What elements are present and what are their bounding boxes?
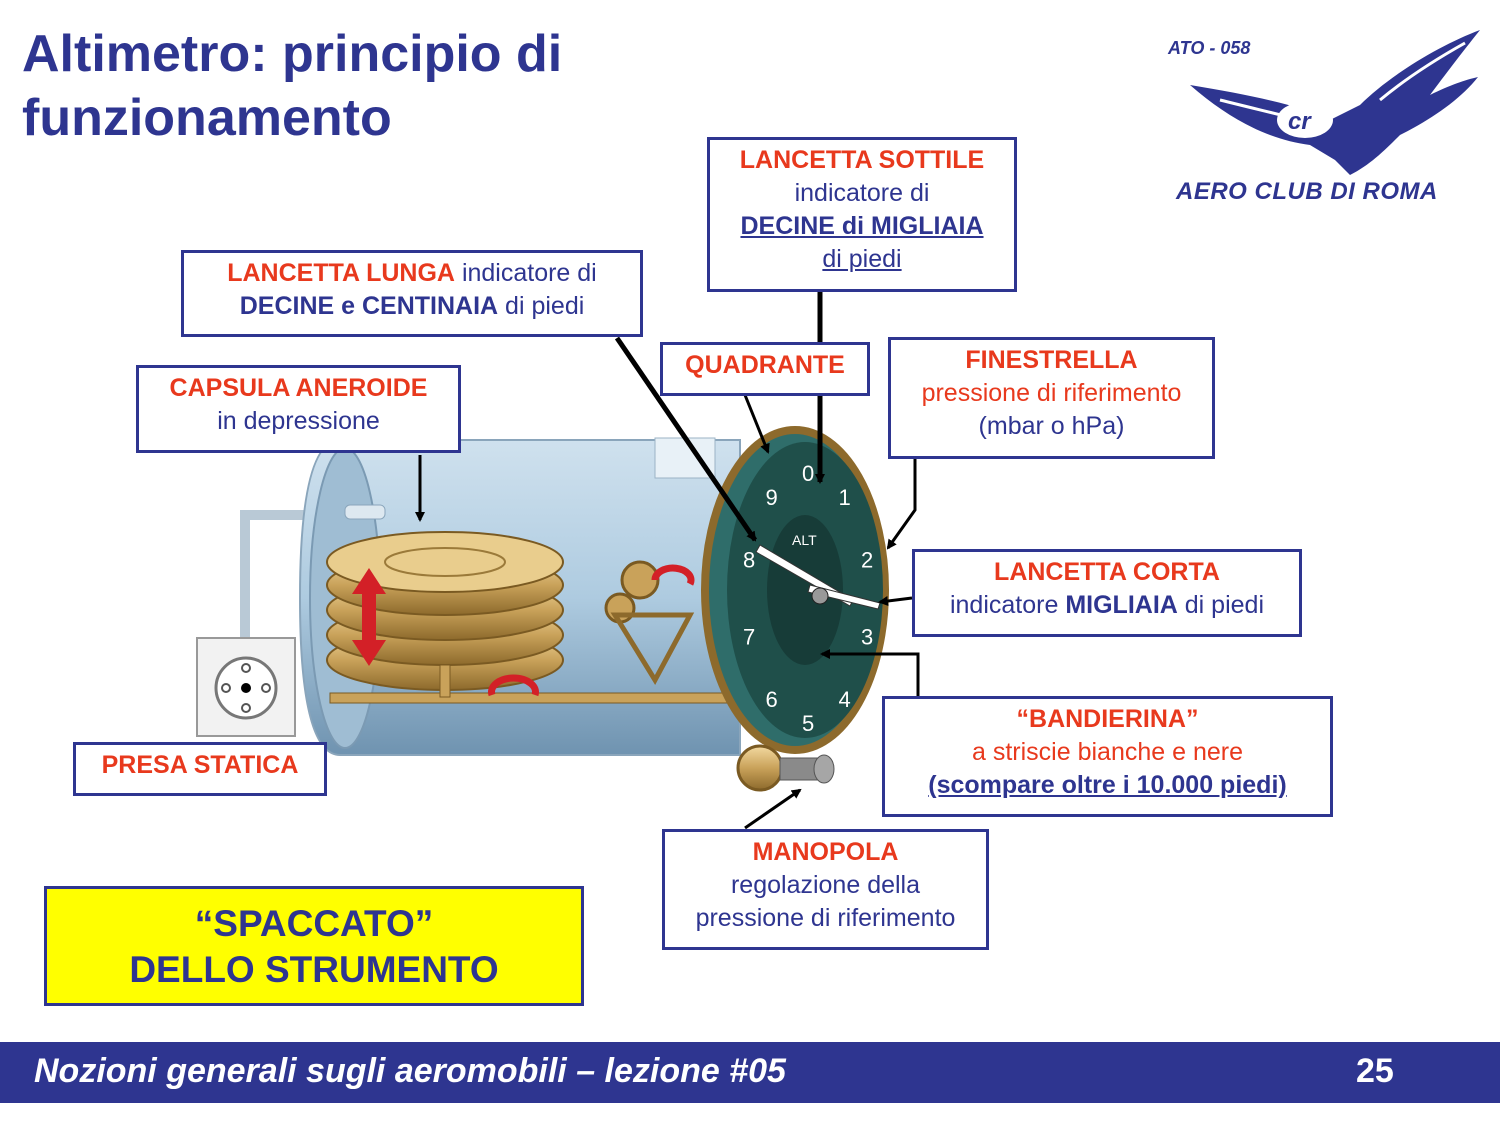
label-presa-statica: PRESA STATICA — [73, 742, 327, 796]
dial-number: 7 — [743, 625, 755, 650]
svg-text:cr: cr — [1288, 108, 1312, 135]
logo-name: AERO CLUB DI ROMA — [1176, 178, 1438, 205]
aneroid-capsule — [326, 531, 564, 691]
dial-number: 3 — [861, 625, 873, 650]
footer-bar: Nozioni generali sugli aeromobili – lezi… — [0, 1042, 1500, 1103]
label-manopola: MANOPOLA regolazione della pressione di … — [662, 829, 989, 950]
expansion-arrow — [352, 568, 386, 666]
label-capsula-aneroide: CAPSULA ANEROIDE in depressione — [136, 365, 461, 453]
page-title: Altimetro: principio di funzionamento — [22, 25, 563, 147]
dial-number: 2 — [861, 547, 873, 572]
altimeter-cutaway-illustration: ALT 01 2 3 456 7 8 9 — [196, 292, 920, 830]
label-quadrante: QUADRANTE — [660, 342, 870, 396]
logo-code: ATO - 058 — [1168, 38, 1251, 58]
dial-number: 5 — [802, 711, 814, 736]
footer-title: Nozioni generali sugli aeromobili – lezi… — [34, 1052, 786, 1090]
aero-club-logo: cr — [1190, 30, 1480, 175]
dial-label: ALT — [792, 532, 817, 548]
label-lancetta-lunga: LANCETTA LUNGA indicatore di DECINE e CE… — [181, 250, 643, 337]
label-bandierina: “BANDIERINA” a striscie bianche e nere (… — [882, 696, 1333, 817]
dial-number: 9 — [766, 485, 778, 510]
dial-number: 1 — [838, 485, 850, 510]
cutaway-callout: “SPACCATO” DELLO STRUMENTO — [44, 886, 584, 1006]
dial-number: 6 — [766, 687, 778, 712]
dial-number: 0 — [802, 461, 814, 486]
page-number: 25 — [1356, 1052, 1394, 1090]
dial-number: 4 — [838, 687, 850, 712]
label-lancetta-sottile: LANCETTA SOTTILE indicatore di DECINE di… — [707, 137, 1017, 292]
label-lancetta-corta: LANCETTA CORTA indicatore MIGLIAIA di pi… — [912, 549, 1302, 637]
dial-number: 8 — [743, 547, 755, 572]
dial-numbers: 01 2 3 456 7 8 9 — [743, 461, 873, 736]
label-finestrella: FINESTRELLA pressione di riferimento (mb… — [888, 337, 1215, 459]
